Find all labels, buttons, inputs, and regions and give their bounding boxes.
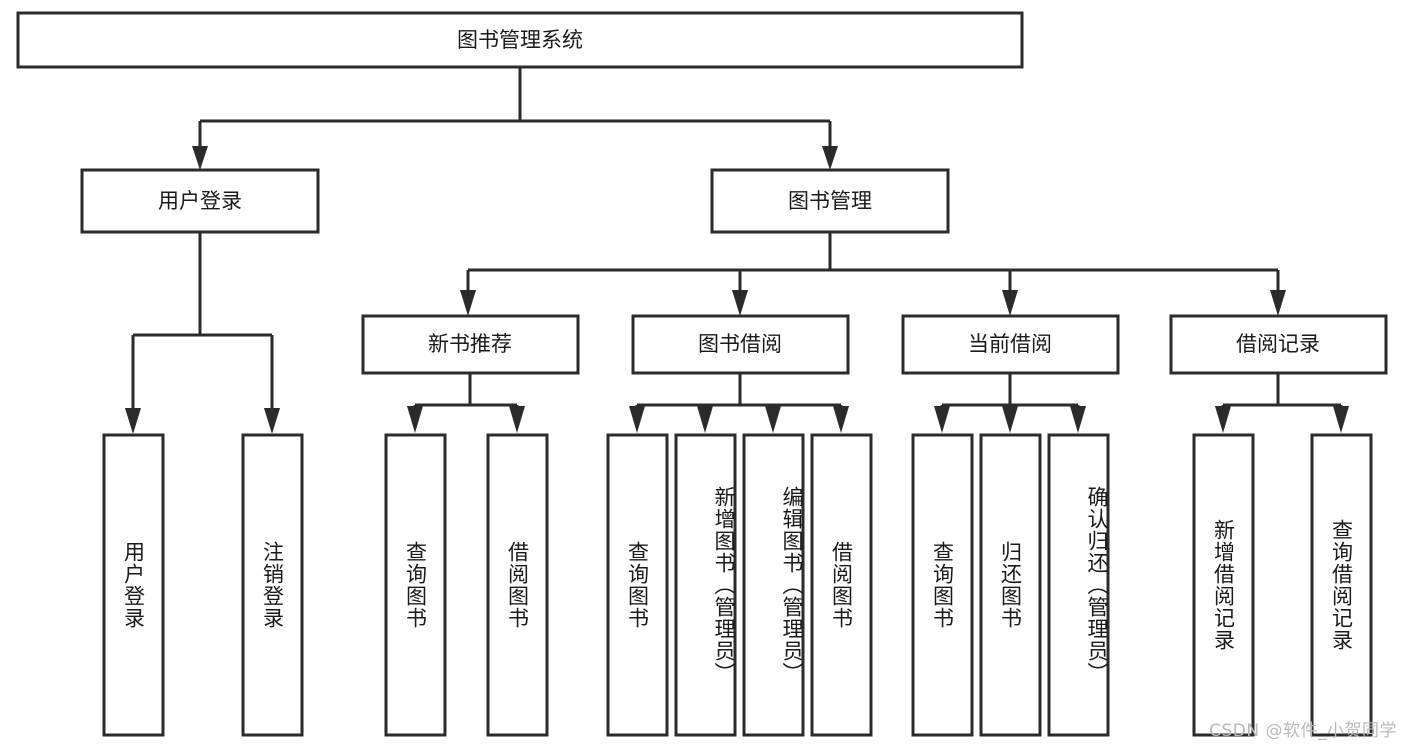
node-new-book-recommend-label: 新书推荐 (428, 332, 512, 356)
node-root-label: 图书管理系统 (457, 28, 583, 52)
leaf-label-add-borrow-record: 新增借阅记录 (1211, 519, 1236, 651)
leaf-box-query-book-3[interactable] (911, 433, 974, 737)
arrow-head-icon (822, 146, 838, 170)
leaf-box-confirm-return-admin[interactable] (1047, 433, 1110, 737)
leaf-box-query-borrow-record[interactable] (1310, 433, 1373, 737)
leaf-box-add-borrow-record[interactable] (1192, 433, 1255, 737)
arrow-head-icon (1002, 406, 1018, 433)
leaf-label-edit-book-admin: 编辑图书（管理员） (780, 486, 804, 684)
leaf-label-borrow-book-2: 借阅图书 (829, 541, 854, 629)
arrow-head-icon (1002, 290, 1018, 316)
arrow-head-icon (509, 406, 525, 433)
connector-book-management-to-level3 (460, 232, 1286, 316)
connector-user-login-to-leaves (125, 232, 280, 434)
arrow-head-icon (192, 146, 208, 170)
leaf-box-query-book-2[interactable] (606, 433, 669, 737)
arrow-head-icon (1270, 290, 1286, 316)
leaf-box-borrow-book-2[interactable] (810, 433, 873, 737)
leaf-box-add-book-admin[interactable] (674, 433, 737, 737)
arrow-head-icon (264, 408, 280, 434)
connector-new-book-recommend-to-leaves (407, 373, 525, 433)
leaf-label-borrow-book-1: 借阅图书 (505, 541, 530, 629)
arrow-head-icon (1070, 406, 1086, 433)
arrow-head-icon (1215, 406, 1231, 433)
node-book-borrow-label: 图书借阅 (698, 332, 782, 356)
leaf-box-borrow-book-1[interactable] (486, 433, 549, 737)
csdn-watermark: CSDN @软件_小贺同学 (1209, 721, 1397, 741)
leaf-label-user-logout: 注销登录 (260, 541, 285, 629)
leaf-box-edit-book-admin[interactable] (742, 433, 805, 737)
arrow-head-icon (460, 290, 476, 316)
connector-borrow-records-to-leaves (1215, 373, 1349, 433)
leaf-label-user-login: 用户登录 (121, 541, 146, 629)
leaf-label-return-book: 归还图书 (998, 541, 1023, 629)
arrow-head-icon (125, 408, 141, 434)
node-current-borrow-box[interactable] (901, 314, 1120, 375)
arrow-head-icon (407, 406, 423, 433)
node-user-login-label: 用户登录 (158, 189, 242, 213)
leaf-box-user-login[interactable] (102, 433, 165, 737)
leaf-label-query-book-3: 查询图书 (930, 541, 955, 629)
connector-current-borrow-to-leaves (934, 373, 1086, 433)
node-root-box[interactable] (16, 11, 1024, 69)
connector-root-to-level2 (192, 67, 838, 170)
leaf-box-query-book-1[interactable] (384, 433, 447, 737)
leaf-label-confirm-return-admin: 确认归还（管理员） (1085, 486, 1109, 684)
arrow-head-icon (765, 406, 781, 433)
leaf-box-return-book[interactable] (979, 433, 1042, 737)
arrow-head-icon (1333, 406, 1349, 433)
node-book-management-label: 图书管理 (788, 189, 872, 213)
arrow-head-icon (934, 406, 950, 433)
node-new-book-recommend-box[interactable] (361, 314, 580, 375)
leaf-label-query-book-1: 查询图书 (403, 541, 428, 629)
arrow-head-icon (732, 290, 748, 316)
leaf-label-query-book-2: 查询图书 (625, 541, 650, 629)
leaf-label-query-borrow-record: 查询借阅记录 (1329, 519, 1354, 651)
node-current-borrow-label: 当前借阅 (968, 332, 1052, 356)
leaf-label-add-book-admin: 新增图书（管理员） (712, 486, 736, 684)
arrow-head-icon (697, 406, 713, 433)
connector-book-borrow-to-leaves (629, 373, 849, 433)
arrow-head-icon (629, 406, 645, 433)
node-borrow-records-label: 借阅记录 (1236, 332, 1320, 356)
arrow-head-icon (833, 406, 849, 433)
node-book-borrow-box[interactable] (631, 314, 850, 375)
leaf-box-user-logout[interactable] (241, 433, 304, 737)
